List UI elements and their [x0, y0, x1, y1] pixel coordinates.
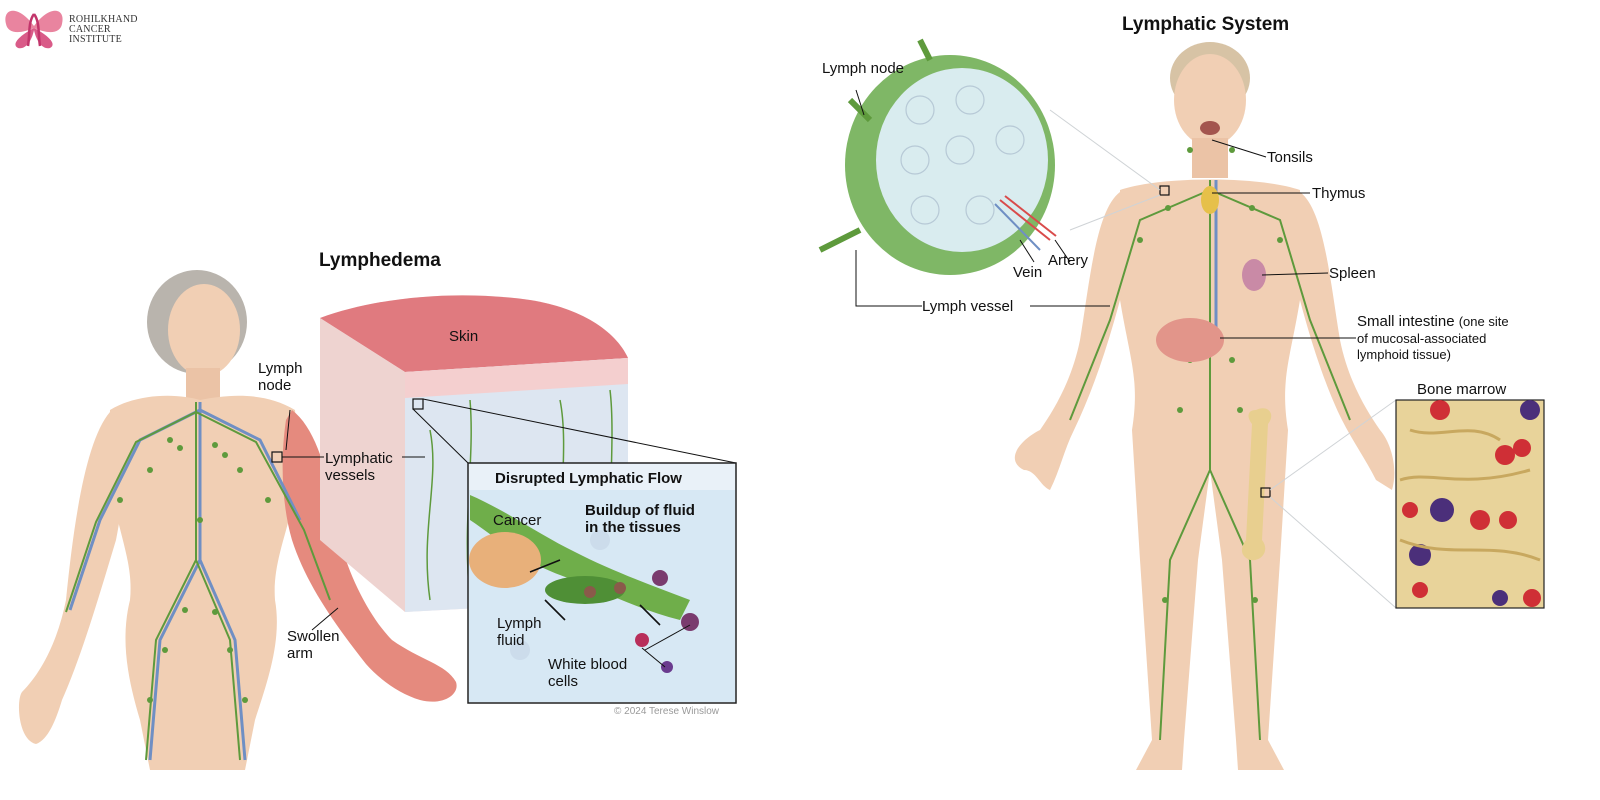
small-intestine-name: Small intestine — [1357, 313, 1455, 330]
vein-label: Vein — [1013, 264, 1043, 281]
thymus-label: Thymus — [1312, 185, 1366, 202]
lymphedema-leader-lines — [282, 409, 425, 631]
buildup-label-2: in the tissues — [585, 519, 681, 536]
lymphedema-title: Lymphedema — [319, 250, 441, 271]
small-intestine-note-2: of mucosal-associated — [1357, 331, 1487, 346]
lymphatic-system-title: Lymphatic System — [1122, 14, 1290, 35]
cancer-label: Cancer — [493, 512, 542, 529]
tonsils-label: Tonsils — [1267, 149, 1313, 166]
lymphatic-vessels-label-1: Lymphatic — [325, 450, 393, 467]
wbc-label-1: White blood — [548, 656, 628, 673]
lymph-node-label: Lymph node — [822, 60, 905, 77]
lymph-vessel-label: Lymph vessel — [922, 298, 1014, 315]
lymphatic-vessels-label-2: vessels — [325, 467, 376, 484]
small-intestine-note-3: lymphoid tissue) — [1357, 347, 1451, 362]
small-intestine-note-1: (one site — [1458, 314, 1509, 329]
lymph-node-label-1: Lymph — [258, 360, 303, 377]
copyright-credit: © 2024 Terese Winslow — [614, 706, 720, 717]
small-intestine-label: Small intestine (one site — [1357, 313, 1509, 330]
bone-marrow-label: Bone marrow — [1417, 381, 1507, 398]
buildup-label-1: Buildup of fluid — [585, 502, 695, 519]
lymph-node-inset — [818, 38, 1161, 275]
logo-line-3: INSTITUTE — [69, 34, 122, 45]
logo-line-1: ROHILKHAND — [69, 14, 138, 25]
swollen-arm-label-1: Swollen — [287, 628, 340, 645]
inset-title: Disrupted Lymphatic Flow — [495, 470, 682, 487]
swollen-arm-label-2: arm — [287, 645, 313, 662]
lymphatic-system-figure — [1014, 42, 1395, 770]
lymph-fluid-label-1: Lymph — [497, 615, 542, 632]
artery-label: Artery — [1048, 252, 1089, 269]
lymph-fluid-label-2: fluid — [497, 632, 525, 649]
logo-line-2: CANCER — [69, 24, 111, 35]
lymph-node-label-2: node — [258, 377, 292, 394]
lymphatic-leader-lines — [855, 89, 1356, 339]
spleen-label: Spleen — [1329, 265, 1376, 282]
skin-label: Skin — [449, 328, 479, 345]
disrupted-flow-inset — [467, 462, 737, 704]
butterfly-ribbon-icon — [5, 10, 63, 49]
bone-marrow-inset — [1269, 399, 1545, 609]
wbc-label-2: cells — [548, 673, 579, 690]
